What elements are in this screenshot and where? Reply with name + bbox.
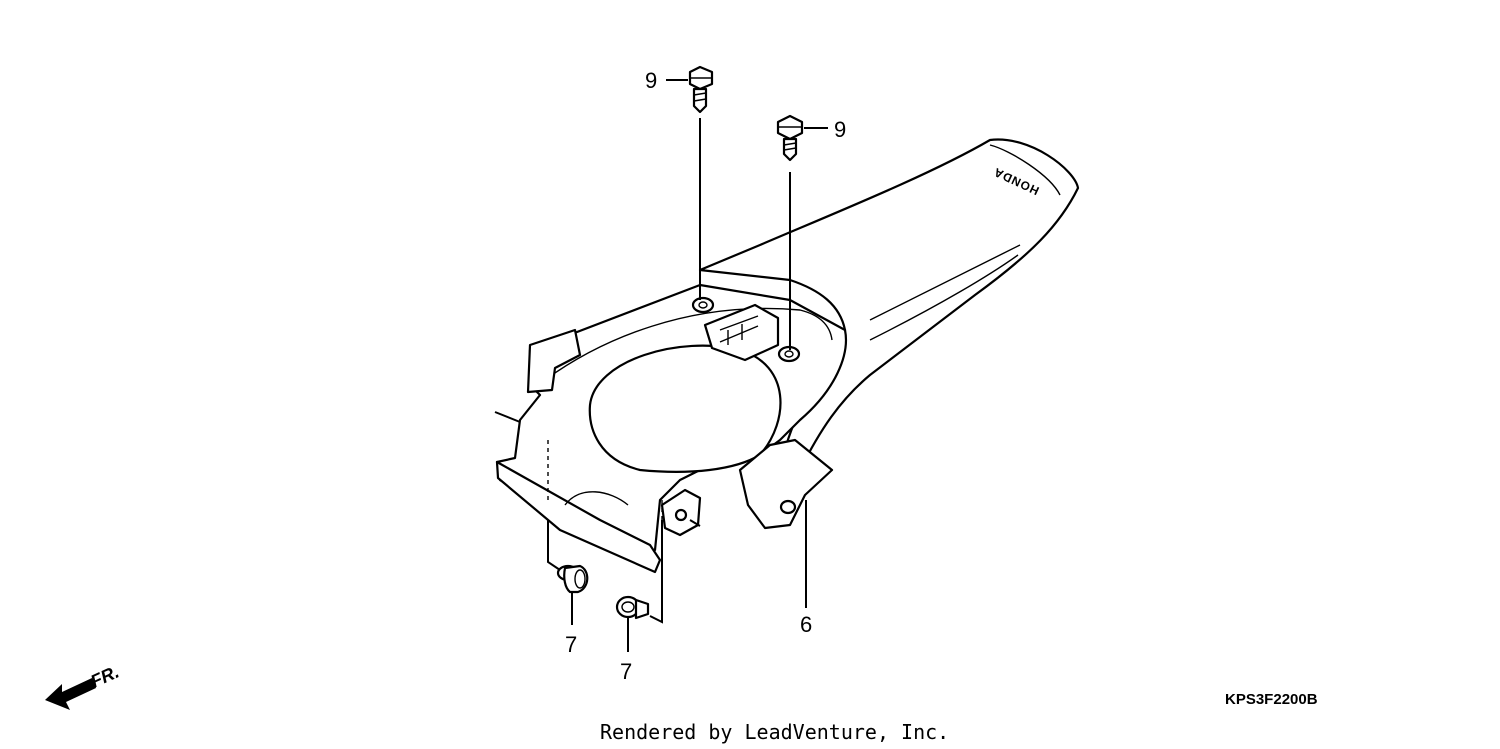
collar-left[interactable] xyxy=(547,520,589,625)
callout-7-left: 7 xyxy=(565,632,577,657)
callout-6: 6 xyxy=(800,612,812,637)
collar-right[interactable] xyxy=(615,520,663,652)
front-indicator-text: FR. xyxy=(87,662,122,692)
flange-bolt-upper-left[interactable] xyxy=(666,65,714,300)
front-direction-arrow-icon xyxy=(45,678,96,710)
callout-9-upper-right: 9 xyxy=(834,117,846,142)
rear-fender-part[interactable] xyxy=(494,138,1080,574)
diagram-code: KPS3F2200B xyxy=(1225,691,1318,708)
callout-9-upper-left: 9 xyxy=(645,68,657,93)
flange-bolt-upper-right[interactable] xyxy=(776,114,828,350)
credit-text: Rendered by LeadVenture, Inc. xyxy=(600,720,949,744)
callout-7-right: 7 xyxy=(620,659,632,684)
